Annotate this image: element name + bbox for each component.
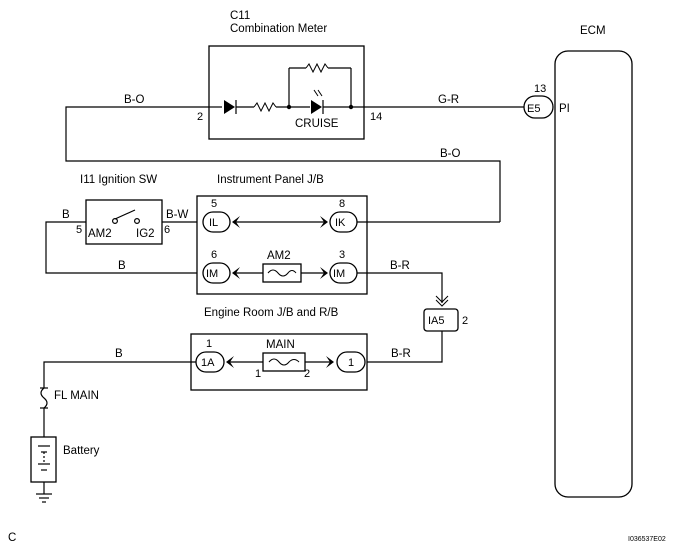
er-conn-1-label: 1 xyxy=(348,357,354,369)
ign-terminal-ig2: IG2 xyxy=(136,228,155,240)
wire-label-meter-left: B-O xyxy=(124,94,145,106)
er-connector-1 xyxy=(336,351,366,373)
ecm-connector xyxy=(523,95,554,119)
ip-jb-box xyxy=(196,195,368,295)
ign-pin-right: 6 xyxy=(164,224,170,236)
engine-room-jb: Engine Room J/B and R/B 1A 1 MAIN 1 2 1 xyxy=(190,307,368,391)
wire-label-im-to-ia5: B-R xyxy=(390,260,410,272)
ia5-pin: 2 xyxy=(462,315,468,327)
ecm-connector-label: E5 xyxy=(527,103,540,115)
wire-er-left xyxy=(43,361,196,388)
ecm-terminal-label: PI xyxy=(559,103,570,115)
ip-pin-il: 5 xyxy=(211,198,217,210)
wire-ia5-to-er xyxy=(367,331,443,363)
meter-box xyxy=(208,45,365,140)
instrument-panel-jb: Instrument Panel J/B IL 5 IK 8 IM 6 AM2 … xyxy=(196,174,368,295)
meter-pin-left: 2 xyxy=(197,111,203,123)
ia5-label: IA5 xyxy=(428,315,445,327)
switch-icon xyxy=(114,209,136,220)
fl-main: FL MAIN xyxy=(40,387,99,409)
ip-conn-ik-label: IK xyxy=(335,217,346,229)
wire-b-o-loop xyxy=(65,106,501,222)
wire-ign-am2 xyxy=(45,221,197,274)
ecm: ECM E5 13 PI xyxy=(523,25,633,498)
ip-pin-im-left: 6 xyxy=(211,249,217,261)
am2-fuse-label: AM2 xyxy=(267,250,291,262)
wire-label-er-left: B xyxy=(115,348,123,360)
wire-label-ign-right: B-W xyxy=(166,209,189,221)
ip-conn-im-right-label: IM xyxy=(333,268,345,280)
ecm-box xyxy=(554,50,633,498)
meter-pin-right: 14 xyxy=(370,111,382,123)
ip-jb-label: Instrument Panel J/B xyxy=(217,174,324,186)
ign-sw-label: I11 Ignition SW xyxy=(80,174,157,186)
wire-label-ecm-return: B-O xyxy=(440,148,461,160)
ign-pin-left: 5 xyxy=(76,224,82,236)
ign-terminal-am2: AM2 xyxy=(88,228,112,240)
er-conn-1a-label: 1A xyxy=(201,357,215,369)
main-fuse-pin-left: 1 xyxy=(255,368,261,380)
cruise-lamp-label: CRUISE xyxy=(295,118,339,130)
battery-box xyxy=(30,436,57,483)
diode-icon xyxy=(224,100,235,114)
combination-meter: C11 Combination Meter CRUISE 2 14 xyxy=(197,10,382,140)
battery-label: Battery xyxy=(63,445,100,457)
resistor-icon xyxy=(253,101,277,113)
ip-connector-im-left xyxy=(202,262,231,284)
ip-pin-im-right: 3 xyxy=(339,249,345,261)
fusible-link-icon xyxy=(40,387,48,409)
wire-label-ia5-to-er: B-R xyxy=(391,348,411,360)
ip-conn-il-label: IL xyxy=(209,217,218,229)
ip-connector-il xyxy=(202,211,231,233)
er-pin-1a: 1 xyxy=(206,338,212,350)
am2-fuse-icon xyxy=(262,263,302,283)
connector-ia5: IA5 2 xyxy=(423,308,468,332)
wire-label-ign-am2: B xyxy=(118,260,126,272)
ip-pin-ik: 8 xyxy=(339,198,345,210)
main-fuse-label: MAIN xyxy=(266,339,295,351)
wire-im-to-ia5 xyxy=(357,272,443,303)
ecm-label: ECM xyxy=(580,25,606,37)
figure-id: I036537E02 xyxy=(628,536,666,543)
ia5-box xyxy=(423,308,459,332)
meter-name-label: Combination Meter xyxy=(230,23,327,35)
battery: Battery xyxy=(30,436,100,503)
footer-left-mark: C xyxy=(8,532,16,544)
meter-id-label: C11 xyxy=(230,10,250,22)
wire-label-meter-to-ecm: G-R xyxy=(438,94,459,106)
cruise-led-icon xyxy=(311,100,322,114)
wire-label-ign-left: B xyxy=(62,209,70,221)
er-jb-label: Engine Room J/B and R/B xyxy=(204,307,339,319)
main-fuse-pin-right: 2 xyxy=(304,368,310,380)
fl-main-label: FL MAIN xyxy=(54,390,99,402)
ip-conn-im-left-label: IM xyxy=(206,268,218,280)
ignition-switch: I11 Ignition SW AM2 IG2 5 6 xyxy=(76,174,170,245)
ecm-pin-number: 13 xyxy=(534,83,546,95)
